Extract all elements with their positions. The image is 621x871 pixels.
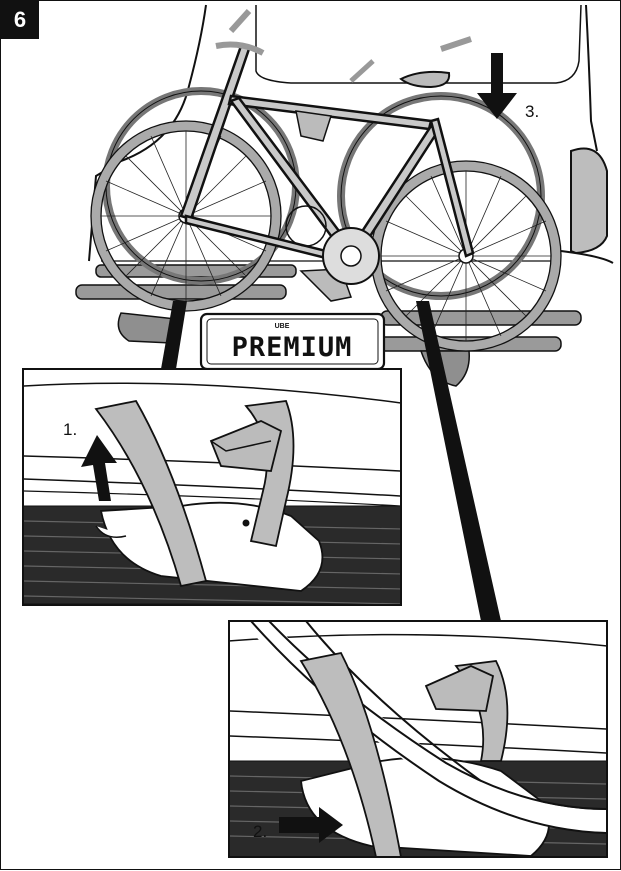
- arrow-up-icon: [81, 435, 117, 501]
- bicycles: [90, 8, 562, 352]
- step-number-badge-overlay: 6: [1, 1, 39, 39]
- step-3-label: 3.: [525, 102, 539, 121]
- arrow-right-icon: [279, 807, 343, 843]
- arrow-down-icon: [477, 53, 517, 119]
- detail-panel-1: 1.: [22, 368, 402, 606]
- plate-brand: UBE: [275, 323, 290, 330]
- step-1-label: 1.: [63, 420, 77, 439]
- step-2-label: 2.: [253, 822, 267, 841]
- plate-text: PREMIUM: [232, 332, 353, 363]
- license-plate: UBE PREMIUM: [199, 312, 386, 371]
- zoom-connectors: [161, 301, 501, 621]
- detail-panel-2: 2.: [228, 620, 608, 858]
